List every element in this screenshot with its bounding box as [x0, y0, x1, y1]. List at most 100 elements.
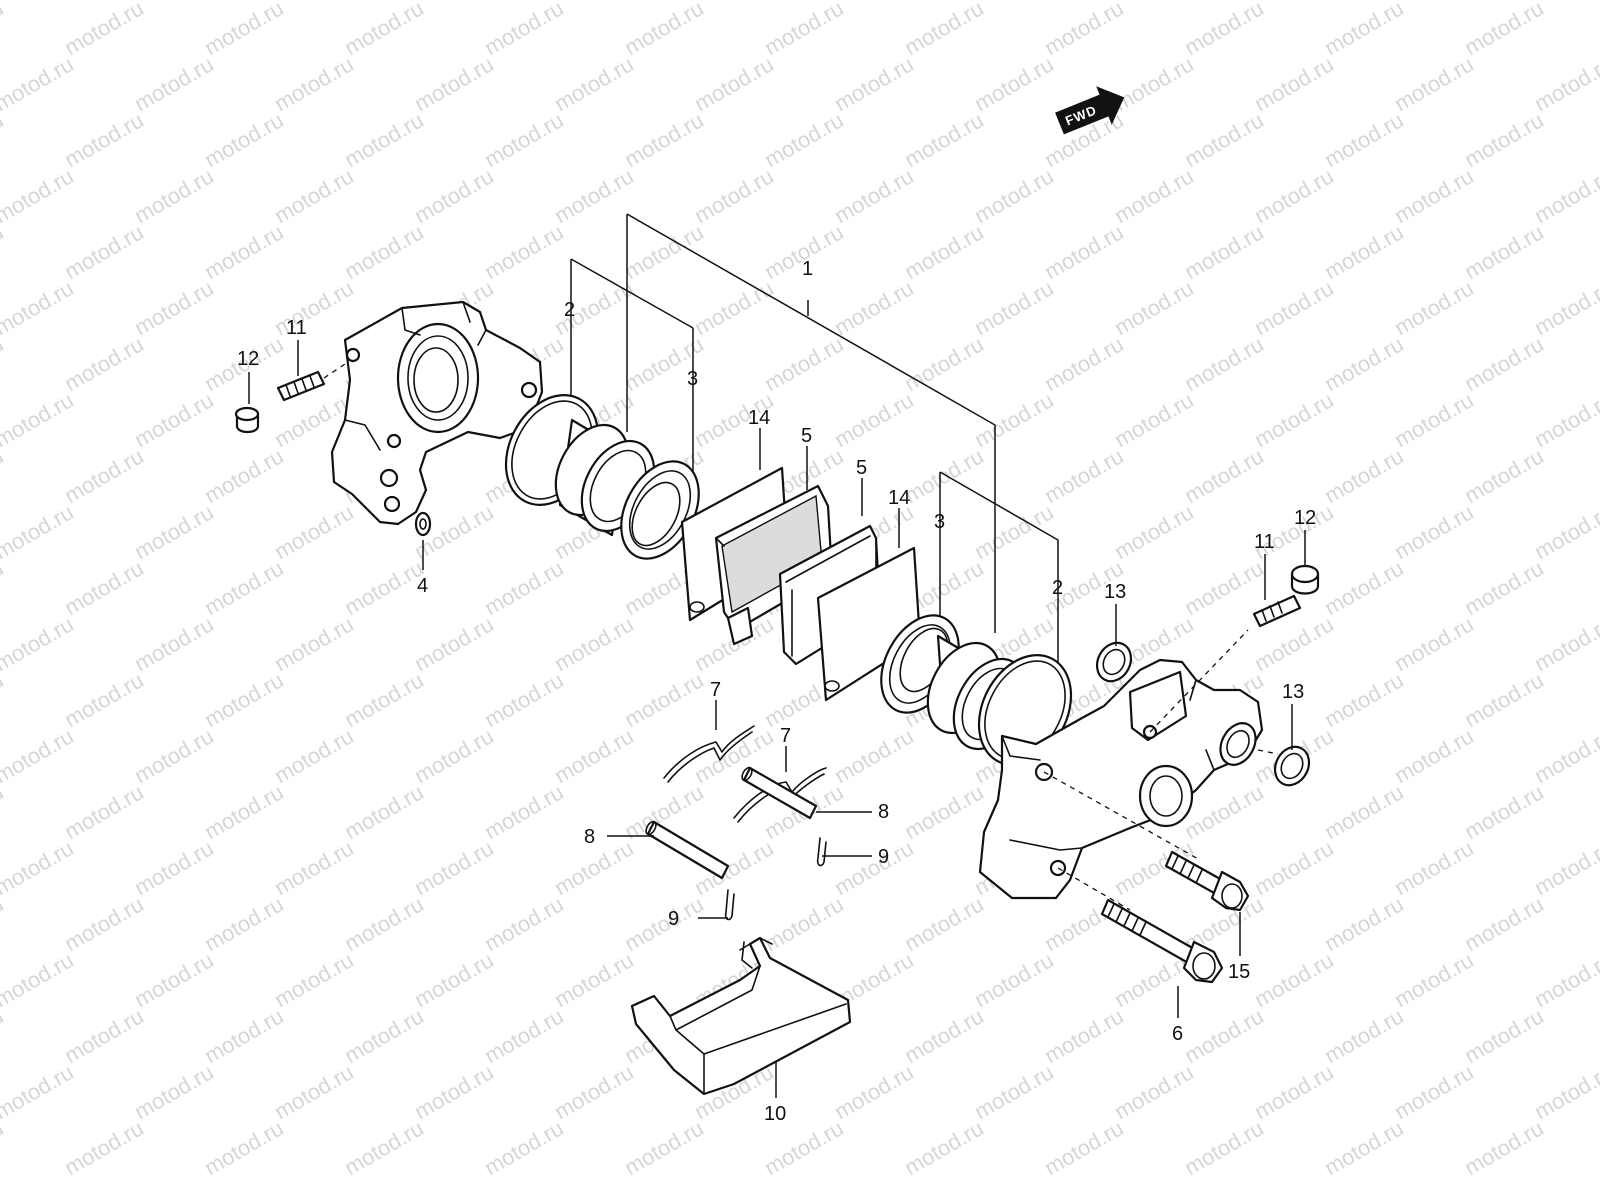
callout-1: 1	[802, 258, 813, 280]
watermark-tile: motod.ru	[0, 1059, 78, 1124]
watermark-tile: motod.ru	[1040, 219, 1128, 284]
watermark-tile: motod.ru	[0, 387, 78, 452]
watermark-tile: motod.ru	[200, 891, 288, 956]
watermark-tile: motod.ru	[130, 51, 218, 116]
watermark-tile: motod.ru	[1460, 667, 1548, 732]
watermark-tile: motod.ru	[620, 891, 708, 956]
watermark-tile: motod.ru	[0, 891, 8, 956]
watermark-tile: motod.ru	[830, 0, 918, 4]
watermark-tile: motod.ru	[550, 163, 638, 228]
watermark-tile: motod.ru	[1250, 51, 1338, 116]
watermark-tile: motod.ru	[130, 1059, 218, 1124]
watermark-tile: motod.ru	[0, 0, 8, 60]
watermark-tile: motod.ru	[690, 275, 778, 340]
right-bleeder-cap	[1290, 564, 1320, 595]
watermark-tile: motod.ru	[830, 723, 918, 788]
callout-8-right: 8	[878, 801, 889, 823]
callout-6: 6	[1172, 1023, 1183, 1045]
watermark-tile: motod.ru	[1460, 891, 1548, 956]
right-bleeder-valve	[1252, 594, 1302, 628]
watermark-tile: motod.ru	[1250, 387, 1338, 452]
watermark-tile: motod.ru	[1250, 835, 1338, 900]
watermark-tile: motod.ru	[0, 1003, 8, 1068]
watermark-tile: motod.ru	[900, 219, 988, 284]
watermark-tile: motod.ru	[1530, 163, 1600, 228]
watermark-tile: motod.ru	[1530, 611, 1600, 676]
watermark-tile: motod.ru	[1040, 443, 1128, 508]
callout-12-left: 12	[237, 348, 259, 370]
watermark-tile: motod.ru	[60, 1115, 148, 1180]
left-bleeder-valve	[276, 361, 349, 402]
watermark-tile: motod.ru	[0, 611, 78, 676]
watermark-tile: motod.ru	[200, 779, 288, 844]
watermark-tile: motod.ru	[480, 0, 568, 60]
watermark-tile: motod.ru	[1250, 947, 1338, 1012]
left-piston-seal	[620, 460, 700, 560]
watermark-tile: motod.ru	[0, 331, 8, 396]
watermark-tile: motod.ru	[1460, 331, 1548, 396]
watermark-tile: motod.ru	[1390, 387, 1478, 452]
watermark-tile: motod.ru	[1390, 0, 1478, 4]
watermark-tile: motod.ru	[1390, 499, 1478, 564]
watermark-tile: motod.ru	[970, 947, 1058, 1012]
watermark-tile: motod.ru	[200, 1115, 288, 1180]
right-caliper-body	[978, 629, 1279, 911]
watermark-tile: motod.ru	[340, 219, 428, 284]
watermark-tile: motod.ru	[410, 835, 498, 900]
watermark-tile: motod.ru	[900, 107, 988, 172]
callout-11-left: 11	[286, 317, 307, 339]
watermark-tile: motod.ru	[1390, 947, 1478, 1012]
watermark-tile: motod.ru	[1180, 331, 1268, 396]
watermark-tile: motod.ru	[0, 443, 8, 508]
watermark-tile: motod.ru	[550, 723, 638, 788]
watermark-tile: motod.ru	[200, 667, 288, 732]
watermark-tile: motod.ru	[1250, 1059, 1338, 1124]
callout-10: 10	[764, 1103, 786, 1125]
watermark-tile: motod.ru	[1110, 387, 1198, 452]
watermark-tile: motod.ru	[0, 499, 78, 564]
watermark-tile: motod.ru	[270, 51, 358, 116]
watermark-tile: motod.ru	[1530, 835, 1600, 900]
callout-5-left: 5	[801, 425, 812, 447]
watermark-tile: motod.ru	[900, 1115, 988, 1180]
watermark-tile: motod.ru	[1460, 779, 1548, 844]
watermark-tile: motod.ru	[0, 219, 8, 284]
callout-2-right: 2	[1052, 577, 1063, 599]
watermark-tile: motod.ru	[1320, 0, 1408, 60]
watermark-tile: motod.ru	[760, 0, 848, 60]
watermark-tile: motod.ru	[200, 555, 288, 620]
watermark-tile: motod.ru	[550, 611, 638, 676]
watermark-tile: motod.ru	[1180, 1115, 1268, 1180]
watermark-tile: motod.ru	[1320, 779, 1408, 844]
callout-numbers: 1 2 2 3 3 4 5 5 6 7 7 8 8 9 9 10 11 11 1…	[237, 258, 1316, 1125]
watermark-tile: motod.ru	[200, 219, 288, 284]
callout-7-right: 7	[780, 725, 791, 747]
watermark-tile: motod.ru	[60, 0, 148, 60]
watermark-tile: motod.ru	[1460, 0, 1548, 60]
watermark-tile: motod.ru	[760, 107, 848, 172]
callout-15: 15	[1228, 961, 1250, 983]
watermark-tile: motod.ru	[760, 1115, 848, 1180]
watermark-tile: motod.ru	[1530, 723, 1600, 788]
watermark-tile: motod.ru	[270, 947, 358, 1012]
watermark-tile: motod.ru	[830, 163, 918, 228]
watermark-tile: motod.ru	[1250, 0, 1338, 4]
callout-11-right: 11	[1254, 531, 1275, 553]
watermark-tile: motod.ru	[1040, 0, 1128, 60]
forward-arrow-icon	[1055, 86, 1125, 135]
watermark-tile: motod.ru	[0, 275, 78, 340]
callout-14-left: 14	[748, 407, 770, 429]
callout-8-left: 8	[584, 826, 595, 848]
watermark-tile: motod.ru	[60, 107, 148, 172]
watermark-tile: motod.ru	[1320, 219, 1408, 284]
watermark-tile: motod.ru	[410, 0, 498, 4]
pad-cover	[630, 936, 852, 1096]
watermark-tile: motod.ru	[1390, 1059, 1478, 1124]
watermark-tile: motod.ru	[1320, 1115, 1408, 1180]
watermark-tile: motod.ru	[0, 51, 78, 116]
watermark-tile: motod.ru	[1180, 555, 1268, 620]
watermark-tile: motod.ru	[550, 51, 638, 116]
watermark-tile: motod.ru	[1530, 1059, 1600, 1124]
watermark-tile: motod.ru	[480, 107, 568, 172]
